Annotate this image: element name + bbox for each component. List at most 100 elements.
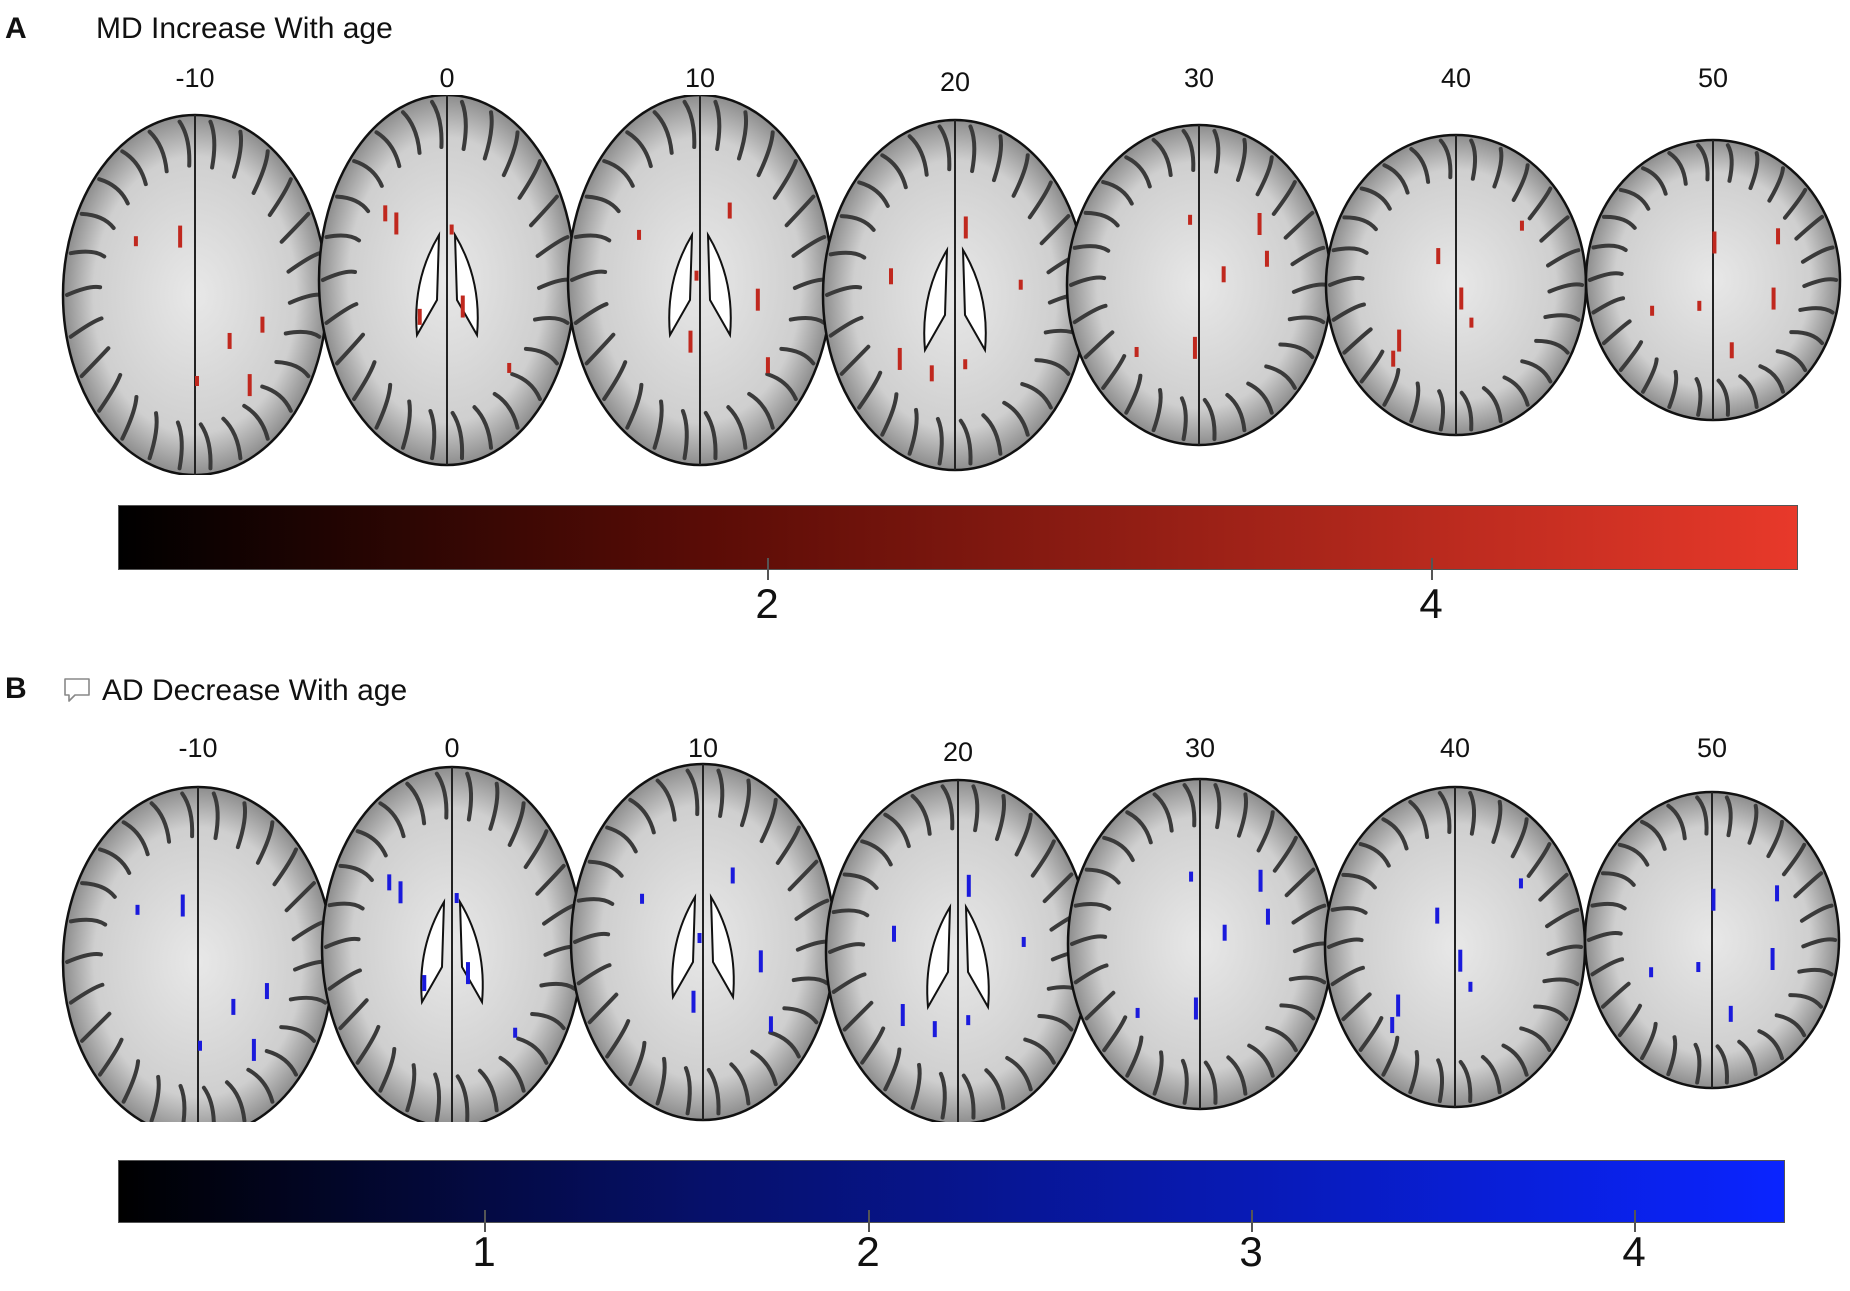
overlay-cluster bbox=[966, 874, 971, 897]
overlay-cluster bbox=[1776, 228, 1781, 245]
colorbar-b bbox=[118, 1160, 1785, 1223]
brain-slice bbox=[1583, 790, 1841, 1090]
overlay-cluster bbox=[383, 205, 388, 222]
panel-b-title: AD Decrease With age bbox=[102, 674, 408, 707]
overlay-cluster bbox=[1775, 885, 1780, 902]
overlay-cluster bbox=[755, 288, 760, 311]
overlay-cluster bbox=[966, 1015, 971, 1026]
overlay-cluster bbox=[449, 224, 454, 235]
overlay-cluster bbox=[1650, 305, 1655, 316]
slice-label: 10 bbox=[687, 733, 719, 763]
overlay-cluster bbox=[133, 236, 138, 247]
overlay-cluster bbox=[1397, 329, 1402, 352]
overlay-cluster bbox=[1771, 287, 1776, 310]
overlay-cluster bbox=[454, 893, 459, 904]
brain-slice bbox=[61, 113, 329, 475]
brain-slice bbox=[1324, 133, 1588, 437]
overlay-cluster bbox=[1459, 287, 1464, 310]
overlay-cluster bbox=[1469, 317, 1474, 328]
overlay-cluster bbox=[688, 330, 693, 353]
overlay-cluster bbox=[1649, 967, 1654, 978]
overlay-cluster bbox=[260, 316, 265, 333]
slice-label: -10 bbox=[178, 733, 218, 763]
overlay-cluster bbox=[765, 357, 770, 374]
overlay-cluster bbox=[1436, 248, 1441, 265]
brain-slice bbox=[824, 778, 1092, 1122]
slice-label: 50 bbox=[1697, 63, 1729, 93]
brain-slice bbox=[1066, 777, 1334, 1111]
colorbar-tick-label: 2 bbox=[755, 580, 779, 627]
overlay-cluster bbox=[1519, 220, 1524, 231]
slice-label: -10 bbox=[175, 63, 215, 93]
overlay-cluster bbox=[1435, 907, 1440, 924]
colorbar-tick-label: 3 bbox=[1239, 1228, 1263, 1275]
slice-label: 0 bbox=[439, 63, 455, 93]
overlay-cluster bbox=[1518, 878, 1523, 889]
overlay-cluster bbox=[178, 225, 183, 248]
colorbar-tick bbox=[1251, 1210, 1253, 1232]
overlay-cluster bbox=[247, 374, 252, 397]
overlay-cluster bbox=[1221, 266, 1226, 283]
colorbar-tick-label: 2 bbox=[856, 1228, 880, 1275]
overlay-cluster bbox=[398, 881, 403, 904]
colorbar-tick-label: 4 bbox=[1419, 580, 1443, 627]
overlay-cluster bbox=[929, 365, 934, 382]
overlay-cluster bbox=[1468, 981, 1473, 992]
overlay-cluster bbox=[637, 229, 642, 240]
overlay-cluster bbox=[460, 295, 465, 318]
colorbar-tick bbox=[767, 558, 769, 580]
overlay-cluster bbox=[231, 998, 236, 1015]
colorbar-a bbox=[118, 505, 1798, 570]
slice-label: 20 bbox=[939, 67, 971, 97]
overlay-cluster bbox=[892, 925, 897, 942]
overlay-cluster bbox=[264, 983, 269, 1000]
overlay-cluster bbox=[180, 894, 185, 917]
brain-row-b bbox=[61, 762, 1841, 1122]
brain-slice bbox=[1323, 785, 1587, 1109]
overlay-cluster bbox=[697, 933, 702, 944]
overlay-cluster bbox=[198, 1040, 202, 1051]
overlay-cluster bbox=[1021, 936, 1026, 947]
colorbar-tick bbox=[1431, 558, 1433, 580]
colorbar-tick-label: 4 bbox=[1622, 1228, 1646, 1275]
overlay-cluster bbox=[387, 874, 392, 891]
slice-label: 10 bbox=[684, 63, 716, 93]
overlay-cluster bbox=[1264, 250, 1269, 267]
overlay-cluster bbox=[195, 376, 199, 386]
brain-slice bbox=[569, 762, 837, 1122]
overlay-cluster bbox=[1192, 336, 1197, 359]
overlay-cluster bbox=[135, 904, 140, 915]
overlay-cluster bbox=[963, 216, 968, 239]
overlay-cluster bbox=[1396, 994, 1401, 1017]
slice-label: 20 bbox=[942, 737, 974, 767]
overlay-cluster bbox=[1729, 342, 1734, 359]
overlay-cluster bbox=[1728, 1005, 1733, 1022]
overlay-cluster bbox=[900, 1004, 905, 1027]
overlay-cluster bbox=[422, 975, 427, 992]
brain-slice bbox=[317, 95, 577, 467]
overlay-cluster bbox=[513, 1027, 518, 1038]
overlay-cluster bbox=[1391, 350, 1396, 367]
slice-label: 30 bbox=[1184, 733, 1216, 763]
overlay-cluster bbox=[1458, 949, 1463, 972]
colorbar-tick bbox=[484, 1210, 486, 1232]
comment-icon[interactable] bbox=[62, 676, 92, 704]
overlay-cluster bbox=[1265, 908, 1270, 925]
overlay-cluster bbox=[227, 332, 232, 349]
overlay-cluster bbox=[1018, 279, 1023, 290]
overlay-cluster bbox=[730, 867, 735, 884]
overlay-cluster bbox=[1390, 1017, 1395, 1034]
brain-slice bbox=[821, 118, 1089, 472]
overlay-cluster bbox=[1697, 300, 1702, 311]
overlay-cluster bbox=[1188, 214, 1193, 225]
overlay-cluster bbox=[394, 212, 399, 235]
overlay-cluster bbox=[1222, 924, 1227, 941]
brain-slice bbox=[1065, 123, 1333, 447]
panel-b-letter: B bbox=[5, 672, 27, 705]
overlay-cluster bbox=[1134, 346, 1139, 357]
brain-slice bbox=[320, 765, 584, 1122]
colorbar-tick-label: 1 bbox=[472, 1228, 496, 1275]
overlay-cluster bbox=[1193, 997, 1198, 1020]
brain-slice bbox=[1584, 138, 1842, 422]
overlay-cluster bbox=[1696, 962, 1701, 973]
